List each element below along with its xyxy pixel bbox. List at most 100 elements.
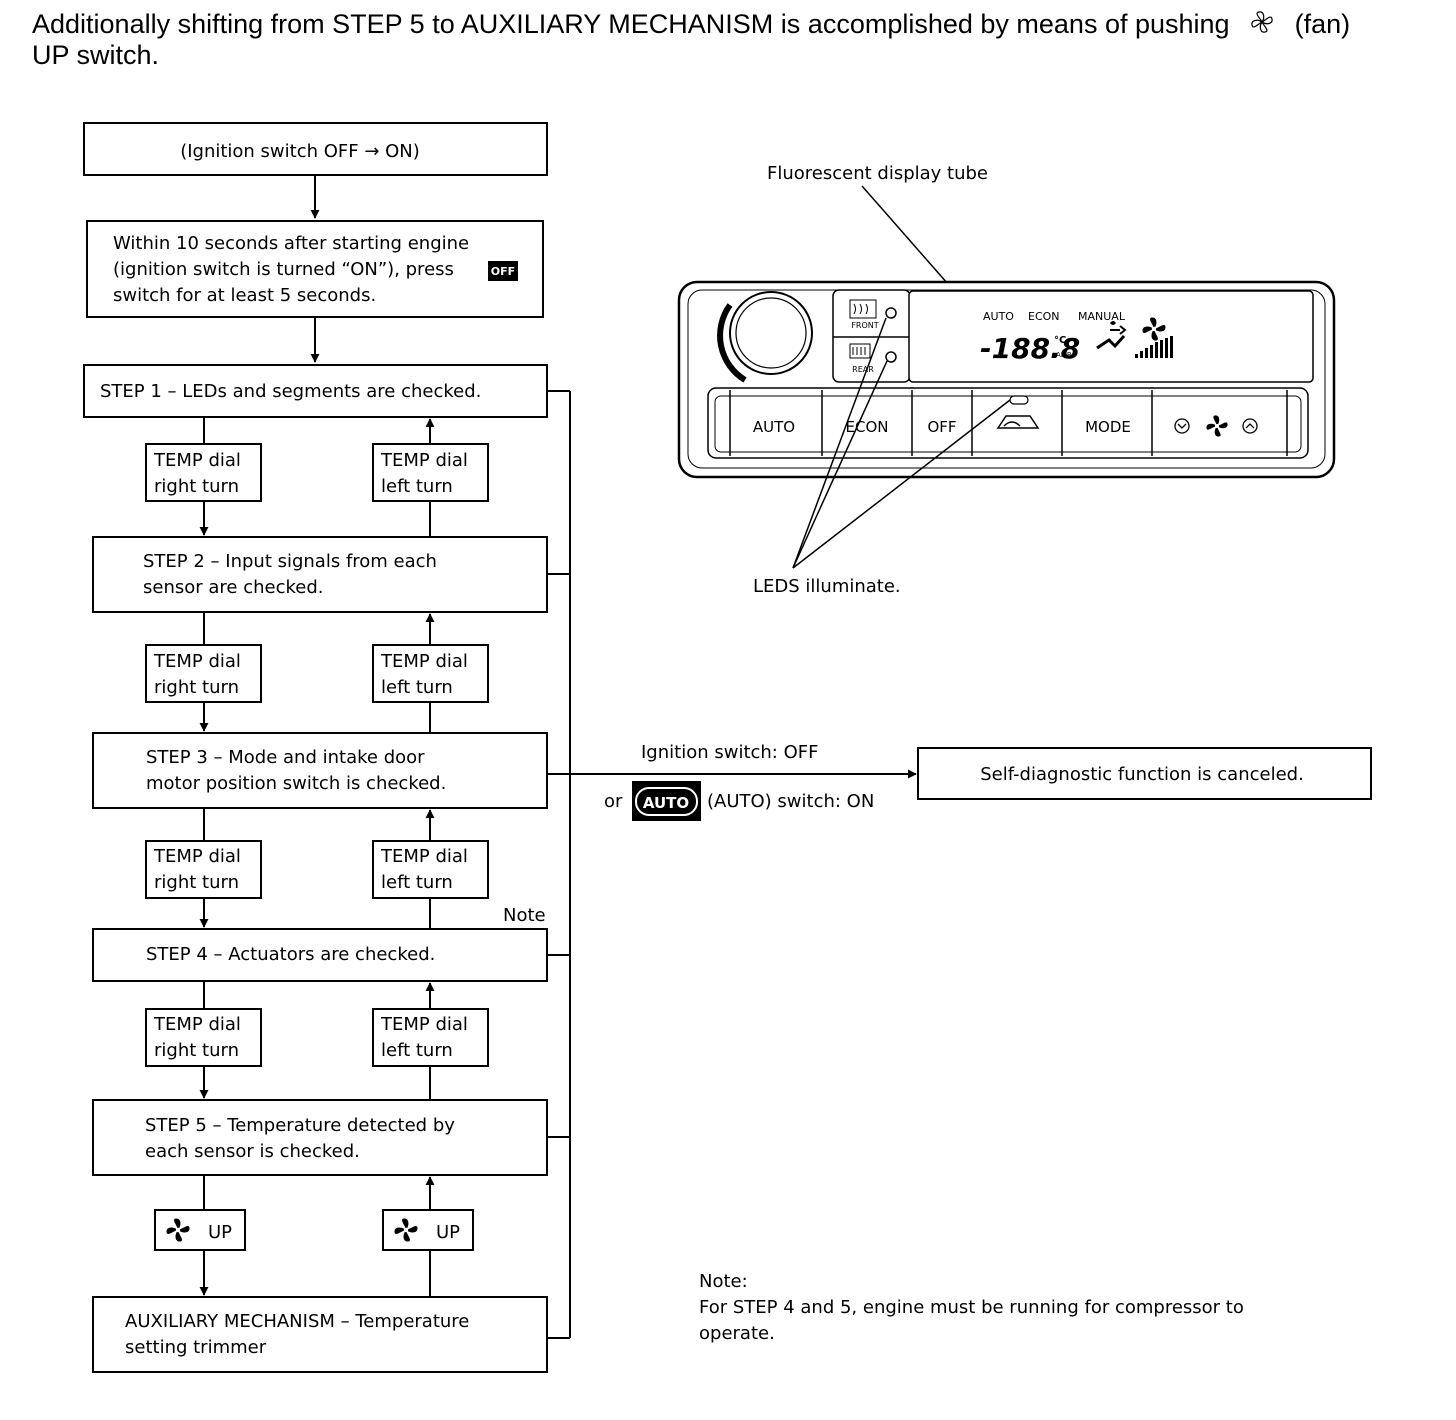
temp-left-box-4: [372, 1008, 489, 1067]
fan-up-icon[interactable]: [1242, 418, 1258, 434]
fan-up-right-label: UP: [208, 1222, 232, 1243]
step1-box: STEP 1 – LEDs and segments are checked.: [83, 364, 548, 418]
temp-left-1-line2: left turn: [381, 476, 453, 497]
transition-2-3: TEMP dial right turn TEMP dial left turn: [145, 612, 489, 733]
temp-right-box-3: [145, 840, 262, 899]
step3-box: STEP 3 – Mode and intake door motor posi…: [92, 732, 548, 809]
car-recirc-icon: [996, 415, 1040, 429]
front-defrost-led: [885, 307, 897, 319]
transition-4-5: TEMP dial right turn TEMP dial left turn: [145, 981, 489, 1100]
within-line2: (ignition switch is turned “ON”), press: [113, 259, 454, 280]
panel-off-button[interactable]: OFF: [927, 418, 956, 436]
panel-intake-button[interactable]: [996, 395, 1040, 429]
temp-left-4-line1: TEMP dial: [380, 1014, 468, 1035]
within-box: Within 10 seconds after starting engine …: [86, 220, 544, 318]
temp-left-4-line2: left turn: [381, 1040, 453, 1061]
note-title: Note:: [699, 1271, 748, 1292]
temp-right-1-line1: TEMP dial: [153, 450, 241, 471]
panel-mode-button[interactable]: MODE: [1085, 418, 1131, 436]
rear-defrost-led: [885, 351, 897, 363]
aux-line1: AUXILIARY MECHANISM – Temperature: [125, 1311, 469, 1332]
display-auto: AUTO: [983, 310, 1014, 323]
fluorescent-display: AUTO ECON MANUAL -188.8 °C AMB: [908, 290, 1314, 383]
led-pointers: [792, 317, 1011, 569]
temp-dial[interactable]: [717, 291, 813, 383]
intake-led: [1009, 395, 1029, 405]
temp-right-2-line2: right turn: [154, 677, 239, 698]
fan-up-box-left: [382, 1209, 474, 1251]
display-econ: ECON: [1028, 310, 1060, 323]
panel-econ-button[interactable]: ECON: [846, 418, 889, 436]
temp-left-2-line1: TEMP dial: [380, 651, 468, 672]
fan-speed-bars: [1135, 336, 1173, 358]
step3-line2: motor position switch is checked.: [146, 773, 446, 794]
note-line2: operate.: [699, 1323, 775, 1344]
transition-5-aux: UP UP: [154, 1175, 474, 1297]
display-temp: -188.8: [980, 332, 1080, 365]
fan-icon: [1237, 8, 1287, 40]
rear-defrost-label: REAR: [852, 365, 874, 374]
temp-right-box-1: [145, 443, 262, 502]
step5-line2: each sensor is checked.: [145, 1141, 360, 1162]
note-line1: For STEP 4 and 5, engine must be running…: [699, 1297, 1244, 1318]
front-defrost-button[interactable]: FRONT: [849, 299, 897, 330]
temp-right-2-line1: TEMP dial: [153, 651, 241, 672]
step2-box: STEP 2 – Input signals from each sensor …: [92, 536, 548, 613]
front-defrost-label: FRONT: [851, 321, 878, 330]
display-amb: AMB: [1056, 351, 1072, 359]
cancel-result: Self-diagnostic function is canceled.: [980, 764, 1304, 785]
panel-econ-label: ECON: [846, 418, 889, 436]
airflow-icon: [1096, 321, 1127, 350]
step2-line2: sensor are checked.: [143, 577, 323, 598]
fan-down-icon[interactable]: [1174, 418, 1190, 434]
intro-fan-word: (fan): [1294, 9, 1351, 39]
temp-right-box-2: [145, 644, 262, 703]
step1-text: STEP 1 – LEDs and segments are checked.: [100, 381, 481, 402]
off-switch-badge: OFF: [488, 261, 518, 281]
cancel-or: or: [604, 791, 623, 812]
step4-text: STEP 4 – Actuators are checked.: [146, 944, 435, 965]
temp-right-3-line1: TEMP dial: [153, 846, 241, 867]
temp-left-2-line2: left turn: [381, 677, 453, 698]
temp-left-box-3: [372, 840, 489, 899]
transition-3-4: TEMP dial right turn TEMP dial left turn…: [145, 808, 546, 929]
panel-mode-label: MODE: [1085, 418, 1131, 436]
cancel-box: Self-diagnostic function is canceled.: [917, 747, 1372, 800]
note-marker: Note: [503, 905, 546, 926]
step3-line1: STEP 3 – Mode and intake door: [146, 747, 425, 768]
auto-switch-badge: AUTO: [632, 781, 701, 821]
temp-right-1-line2: right turn: [154, 476, 239, 497]
temp-right-4-line2: right turn: [154, 1040, 239, 1061]
step2-line1: STEP 2 – Input signals from each: [143, 551, 437, 572]
off-badge-text: OFF: [491, 265, 515, 278]
cancel-condition2: (AUTO) switch: ON: [707, 791, 874, 812]
panel-fan-controls[interactable]: [1174, 415, 1258, 437]
display-unit: °C: [1054, 335, 1066, 346]
step5-box: STEP 5 – Temperature detected by each se…: [92, 1099, 548, 1176]
aux-box: AUXILIARY MECHANISM – Temperature settin…: [92, 1296, 548, 1373]
step5-line1: STEP 5 – Temperature detected by: [145, 1115, 455, 1136]
temp-left-1-line1: TEMP dial: [380, 450, 468, 471]
rear-defrost-button[interactable]: REAR: [849, 343, 897, 374]
aux-line2: setting trimmer: [125, 1337, 267, 1358]
display-manual: MANUAL: [1078, 310, 1126, 323]
temp-right-box-4: [145, 1008, 262, 1067]
leds-label: LEDS illuminate.: [753, 576, 901, 597]
intro-line1: Additionally shifting from STEP 5 to AUX…: [32, 9, 1230, 39]
fluorescent-label: Fluorescent display tube: [767, 163, 988, 184]
intro-line2: UP switch.: [32, 40, 160, 70]
temp-left-3-line2: left turn: [381, 872, 453, 893]
temp-left-box-2: [372, 644, 489, 703]
fan-up-left-label: UP: [436, 1222, 460, 1243]
panel-auto-button[interactable]: AUTO: [753, 418, 795, 436]
within-line3: switch for at least 5 seconds.: [113, 285, 376, 306]
within-line1: Within 10 seconds after starting engine: [113, 233, 469, 254]
ignition-text: (Ignition switch OFF → ON): [180, 141, 420, 162]
temp-right-4-line1: TEMP dial: [153, 1014, 241, 1035]
ignition-box: (Ignition switch OFF → ON): [83, 122, 548, 176]
transition-1-2: TEMP dial right turn TEMP dial left turn: [145, 417, 489, 537]
intro-text: Additionally shifting from STEP 5 to AUX…: [32, 8, 1452, 70]
control-panel: FRONT REAR AUTO ECON MANUAL -188.8 °C AM…: [677, 280, 1336, 479]
temp-left-3-line1: TEMP dial: [380, 846, 468, 867]
